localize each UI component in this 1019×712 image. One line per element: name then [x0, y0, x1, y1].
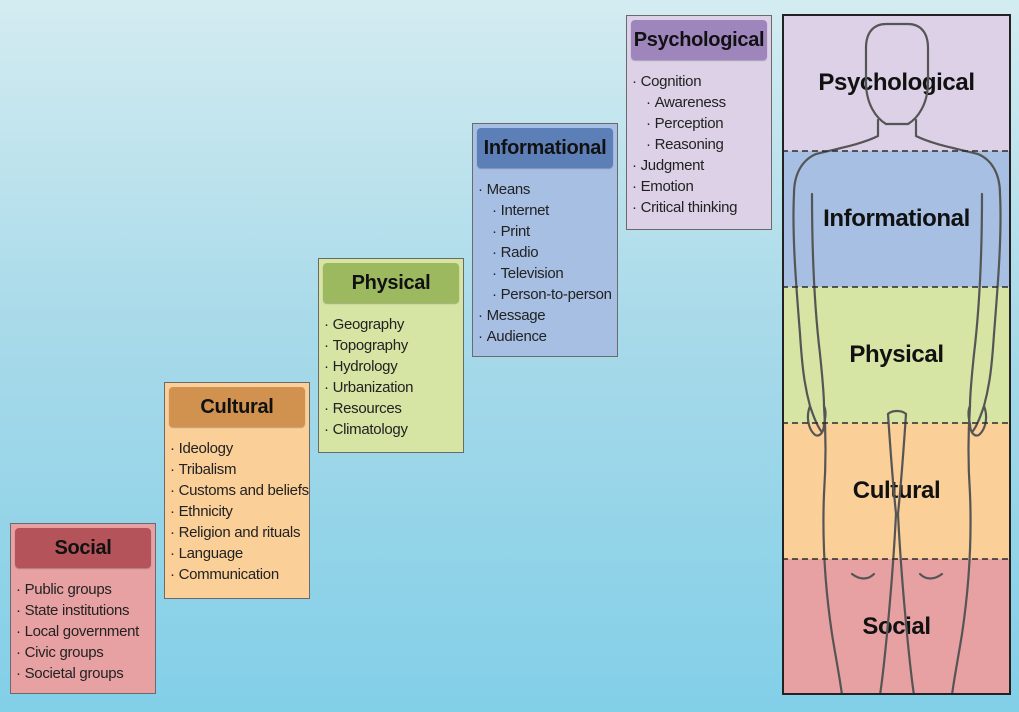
list-item: Reasoning: [632, 134, 769, 155]
list-item: Internet: [478, 200, 615, 221]
list-item: Audience: [478, 326, 615, 347]
list-item: Customs and beliefs: [170, 480, 310, 501]
physical-card-list: Geography Topography Hydrology Urbanizat…: [324, 314, 461, 440]
informational-card-list: Means Internet Print Radio Television Pe…: [478, 179, 615, 347]
list-item: Communication: [170, 564, 307, 585]
band-psychological: Psychological: [782, 14, 1011, 151]
list-item: Resources: [324, 398, 461, 419]
cultural-card-title: Cultural: [169, 387, 305, 427]
list-item: Tribalism: [170, 459, 307, 480]
social-card: Social Public groups State institutions …: [10, 523, 156, 694]
list-item: Urbanization: [324, 377, 461, 398]
human-silhouette-icon: [782, 22, 1011, 695]
cultural-card: Cultural Ideology Tribalism Customs and …: [164, 382, 310, 599]
band-social: Social: [782, 559, 1011, 695]
list-item: Public groups: [16, 579, 153, 600]
list-item: Ethnicity: [170, 501, 307, 522]
band-informational: Informational: [782, 151, 1011, 287]
list-item: Societal groups: [16, 663, 153, 684]
informational-card: Informational Means Internet Print Radio…: [472, 123, 618, 357]
list-item: Language: [170, 543, 307, 564]
list-item: Radio: [478, 242, 615, 263]
physical-card: Physical Geography Topography Hydrology …: [318, 258, 464, 453]
psychological-card-list: Cognition Awareness Perception Reasoning…: [632, 71, 769, 218]
list-item: Climatology: [324, 419, 461, 440]
cultural-card-list: Ideology Tribalism Customs and beliefs E…: [170, 438, 310, 585]
psychological-card-title: Psychological: [631, 20, 767, 60]
list-item: Civic groups: [16, 642, 153, 663]
psychological-card: Psychological Cognition Awareness Percep…: [626, 15, 772, 230]
list-item: Television: [478, 263, 615, 284]
list-item: Local government: [16, 621, 153, 642]
list-item: Critical thinking: [632, 197, 769, 218]
list-item: Ideology: [170, 438, 307, 459]
list-item: Hydrology: [324, 356, 461, 377]
list-item: Emotion: [632, 176, 769, 197]
informational-card-title: Informational: [477, 128, 613, 168]
list-item: State institutions: [16, 600, 153, 621]
list-item: Cognition: [632, 71, 769, 92]
list-item: Means: [478, 179, 615, 200]
list-item: Awareness: [632, 92, 769, 113]
list-item: Judgment: [632, 155, 769, 176]
list-item: Topography: [324, 335, 461, 356]
list-item: Religion and rituals: [170, 522, 307, 543]
physical-card-title: Physical: [323, 263, 459, 303]
social-card-list: Public groups State institutions Local g…: [16, 579, 153, 684]
list-item: Perception: [632, 113, 769, 134]
social-card-title: Social: [15, 528, 151, 568]
list-item: Print: [478, 221, 615, 242]
list-item: Person-to-person: [478, 284, 615, 305]
human-body-panel: Psychological Informational Physical Cul…: [782, 14, 1011, 695]
band-cultural: Cultural: [782, 423, 1011, 559]
list-item: Geography: [324, 314, 461, 335]
list-item: Message: [478, 305, 615, 326]
